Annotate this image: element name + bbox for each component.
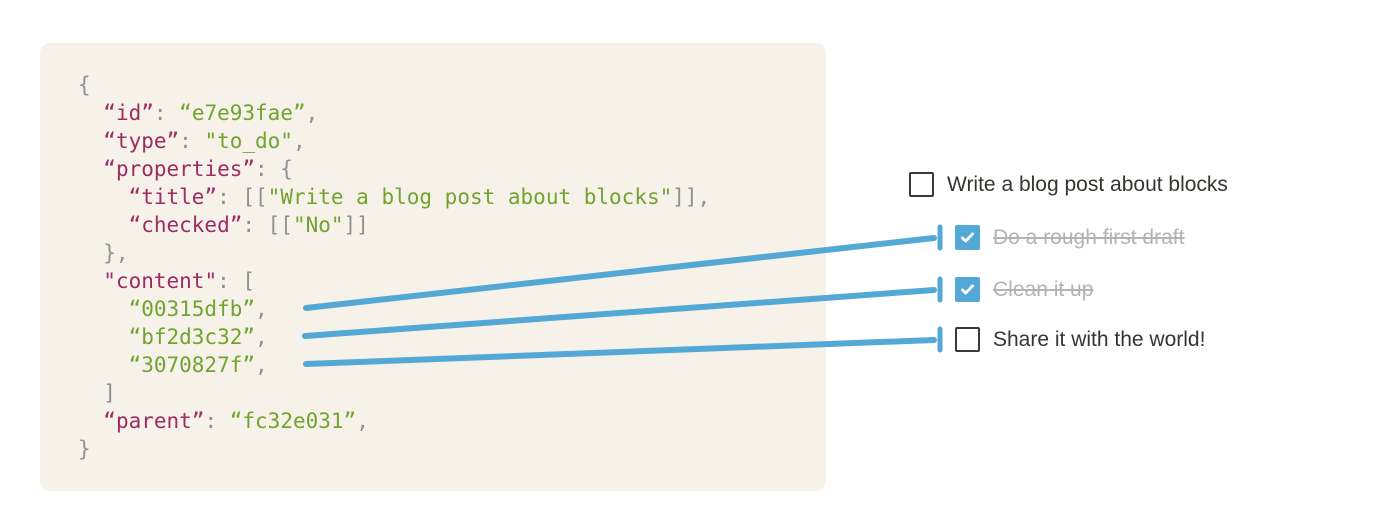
code-token-key: “title”	[128, 185, 218, 209]
code-line: ]	[78, 379, 710, 407]
code-token-punct	[78, 101, 103, 125]
code-token-punct: : [[	[217, 185, 268, 209]
code-line: {	[78, 71, 710, 99]
code-token-punct	[78, 325, 129, 349]
code-content: { “id”: “e7e93fae”, “type”: "to_do", “pr…	[78, 71, 710, 463]
code-token-punct: ]]	[343, 213, 369, 237]
code-token-punct: :	[204, 409, 230, 433]
code-token-punct	[78, 129, 103, 153]
code-token-punct: ]	[78, 381, 116, 405]
code-token-punct: ]],	[672, 185, 711, 209]
code-line: },	[78, 239, 710, 267]
code-line: “id”: “e7e93fae”,	[78, 99, 710, 127]
code-line: }	[78, 435, 710, 463]
code-token-punct	[78, 409, 103, 433]
code-token-value: “e7e93fae”	[179, 101, 306, 125]
code-token-key: “id”	[103, 101, 154, 125]
code-line: “title”: [["Write a blog post about bloc…	[78, 183, 711, 211]
code-token-punct: {	[78, 73, 91, 97]
todo-label[interactable]: Share it with the world!	[993, 328, 1206, 351]
code-token-value: "No"	[292, 213, 344, 237]
code-line: “type”: "to_do",	[78, 127, 710, 155]
code-token-key: “checked”	[128, 213, 243, 237]
checkmark-icon	[960, 284, 975, 295]
todo-item: Write a blog post about blocks	[909, 172, 1228, 197]
code-token-punct: ,	[255, 297, 268, 321]
code-token-punct: },	[78, 241, 129, 265]
code-token-punct: ,	[255, 353, 268, 377]
todo-label[interactable]: Do a rough first draft	[993, 226, 1185, 249]
code-token-punct: ,	[305, 101, 319, 125]
code-token-value: "to_do"	[204, 129, 293, 153]
code-token-key: “type”	[103, 129, 180, 153]
code-token-punct	[78, 157, 103, 181]
code-token-value: “fc32e031”	[229, 409, 357, 433]
todo-checkbox-checked[interactable]	[955, 225, 980, 250]
code-token-punct	[78, 213, 129, 237]
code-token-punct: : [	[217, 269, 256, 293]
code-token-punct: ,	[292, 129, 306, 153]
code-token-punct: :	[179, 129, 205, 153]
todo-item: Clean it up	[955, 277, 1093, 302]
code-token-punct: ,	[356, 409, 369, 433]
code-token-punct: ,	[255, 325, 268, 349]
code-token-punct: :	[153, 101, 180, 125]
code-token-value: "Write a blog post about blocks"	[267, 185, 673, 209]
code-line: "content": [	[78, 267, 710, 295]
todo-checkbox-unchecked[interactable]	[909, 172, 934, 197]
code-token-value: “00315dfb”	[128, 297, 256, 321]
todo-item: Share it with the world!	[955, 327, 1205, 352]
code-line: “checked”: [["No"]]	[78, 211, 710, 239]
code-line: “bf2d3c32”,	[78, 323, 710, 351]
code-token-value: “bf2d3c32”	[128, 325, 256, 349]
code-token-punct: : {	[255, 157, 293, 181]
todo-label[interactable]: Clean it up	[993, 278, 1094, 301]
code-token-value: “3070827f”	[128, 353, 256, 377]
code-line: “parent”: “fc32e031”,	[78, 407, 710, 435]
todo-checkbox-checked[interactable]	[955, 277, 980, 302]
code-token-key: "content"	[103, 269, 218, 293]
code-token-punct	[78, 353, 129, 377]
code-token-key: “parent”	[103, 409, 205, 433]
todo-checkbox-unchecked[interactable]	[955, 327, 980, 352]
code-token-punct: }	[78, 437, 91, 461]
code-token-key: “properties”	[103, 157, 256, 181]
checkmark-icon	[960, 232, 975, 243]
code-line: “3070827f”,	[78, 351, 710, 379]
code-line: “properties”: {	[78, 155, 710, 183]
code-token-punct	[78, 269, 103, 293]
code-token-punct	[78, 185, 129, 209]
code-token-punct: : [[	[242, 213, 293, 237]
todo-item: Do a rough first draft	[955, 225, 1184, 250]
code-token-punct	[78, 297, 129, 321]
todo-label[interactable]: Write a blog post about blocks	[947, 173, 1228, 196]
code-block-panel: { “id”: “e7e93fae”, “type”: "to_do", “pr…	[40, 43, 826, 491]
code-line: “00315dfb”,	[78, 295, 710, 323]
